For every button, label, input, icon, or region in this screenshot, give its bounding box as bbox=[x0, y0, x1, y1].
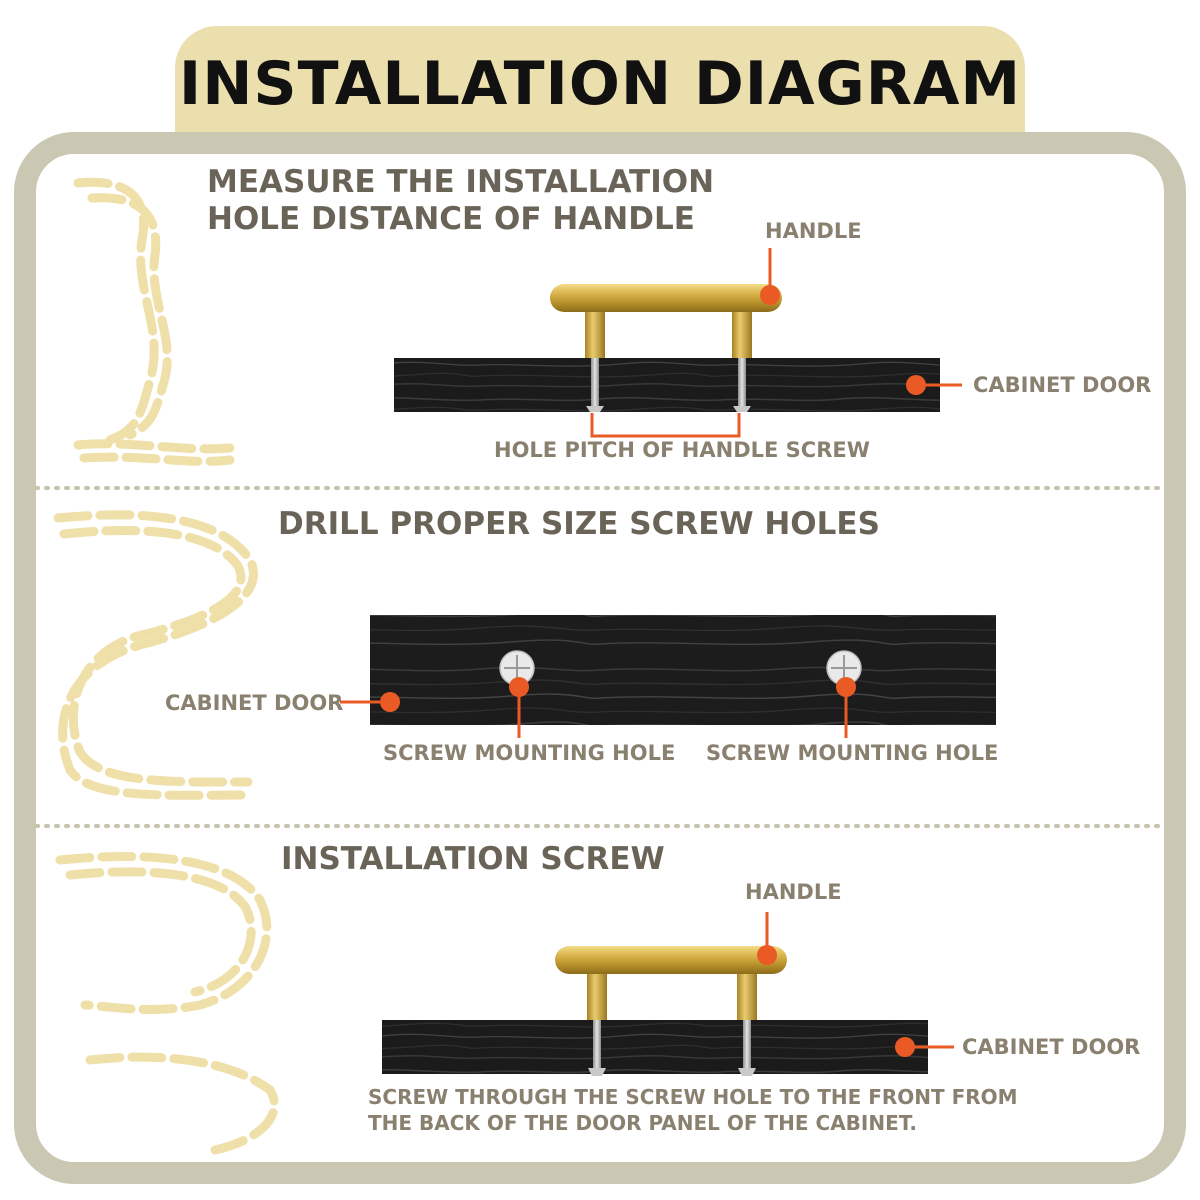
step2-cabinet-door bbox=[370, 615, 996, 725]
step1-heading-line1: MEASURE THE INSTALLATION bbox=[207, 164, 715, 200]
step1-handle-label: HANDLE bbox=[765, 219, 862, 243]
step3-callouts bbox=[757, 912, 954, 1057]
step1-cabinet-door-label: CABINET DOOR bbox=[973, 373, 1152, 397]
step3-heading: INSTALLATION SCREW bbox=[281, 841, 665, 877]
step1-handle bbox=[550, 284, 782, 360]
step1-callouts bbox=[590, 248, 962, 438]
step1-cabinet-door bbox=[394, 358, 940, 412]
step2-heading: DRILL PROPER SIZE SCREW HOLES bbox=[278, 506, 880, 542]
step3-note-line2: THE BACK OF THE DOOR PANEL OF THE CABINE… bbox=[368, 1111, 917, 1135]
step3-screws bbox=[588, 1020, 756, 1076]
step3-handle-label: HANDLE bbox=[745, 880, 842, 904]
step3-cabinet-door bbox=[382, 1020, 928, 1074]
step2-screw-holes bbox=[499, 650, 862, 686]
step2-screw-hole-label-right: SCREW MOUNTING HOLE bbox=[706, 741, 999, 765]
step1-heading-line2: HOLE DISTANCE OF HANDLE bbox=[207, 201, 695, 237]
step2-screw-hole-label-left: SCREW MOUNTING HOLE bbox=[383, 741, 676, 765]
rope-decoration bbox=[53, 177, 279, 1155]
step1-hole-pitch-label: HOLE PITCH OF HANDLE SCREW bbox=[494, 438, 870, 462]
step1-screws bbox=[586, 358, 751, 412]
step2-callouts bbox=[340, 677, 856, 738]
step3-handle bbox=[555, 946, 787, 1022]
diagram-title: INSTALLATION DIAGRAM bbox=[178, 49, 1022, 119]
step3-cabinet-door-label: CABINET DOOR bbox=[962, 1035, 1141, 1059]
step3-note-line1: SCREW THROUGH THE SCREW HOLE TO THE FRON… bbox=[368, 1085, 1018, 1109]
step2-cabinet-door-label: CABINET DOOR bbox=[165, 691, 344, 715]
